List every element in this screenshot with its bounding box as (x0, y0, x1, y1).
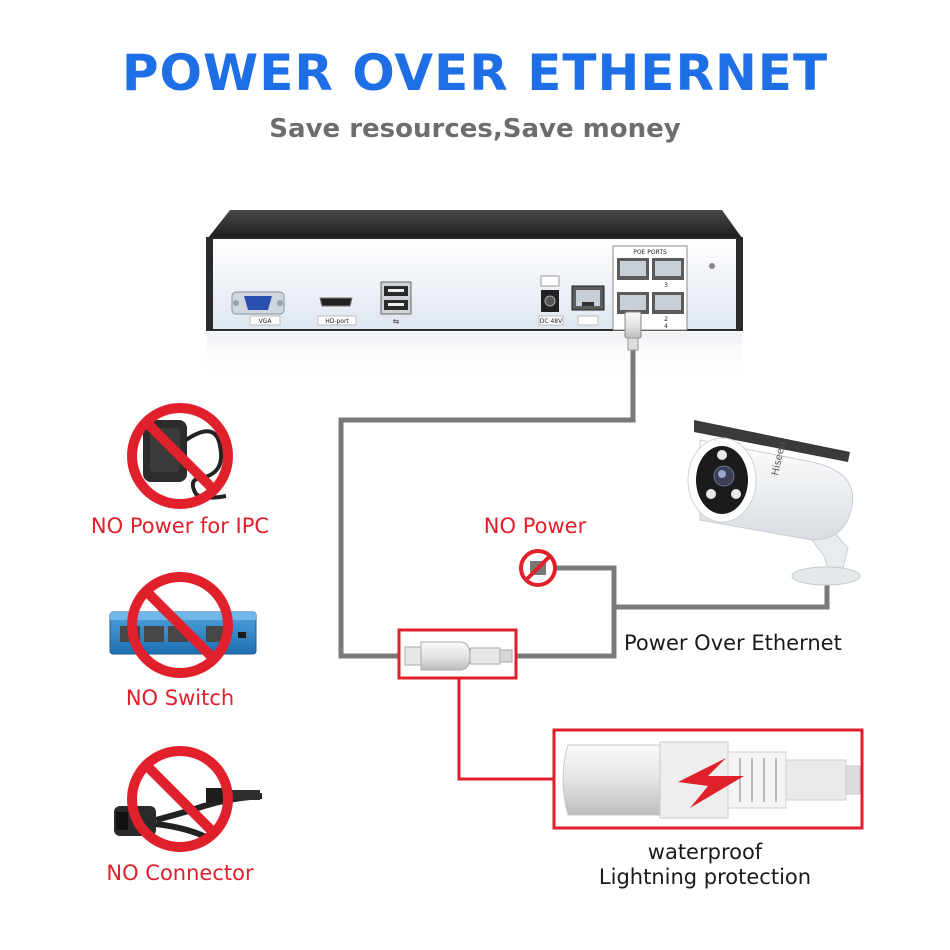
vga-label: VGA (259, 318, 273, 325)
bullet-camera-icon (687, 420, 861, 586)
no-power-for-ipc-label: NO Power for IPC (90, 514, 270, 538)
vga-port-icon (231, 291, 285, 326)
nvr-led-icon (709, 263, 715, 269)
lightning-protection-label: Lightning protection (598, 865, 812, 889)
poe-port-number-4: 4 (664, 323, 668, 330)
dc-power-port-icon (538, 275, 564, 326)
nvr-recorder: VGA HD-port ⇋ DC 48V (206, 210, 743, 382)
waterproof-connector-icon (420, 641, 471, 671)
lightning-bolt-icon (678, 758, 744, 808)
no-entry-icon (127, 572, 233, 678)
page-title: POWER OVER ETHERNET (121, 44, 829, 102)
rj45-plug-nvr-icon (624, 311, 642, 351)
hdport-label: HD-port (325, 318, 349, 325)
poe-label: Power Over Ethernet (624, 631, 842, 655)
no-connector-label: NO Connector (106, 861, 254, 885)
hdmi-port-icon (317, 297, 357, 326)
svg-text:⇋: ⇋ (393, 317, 400, 326)
dc-label: DC 48V (540, 318, 563, 325)
poe-port-number-3: 3 (664, 282, 668, 289)
no-power-icon (519, 549, 557, 587)
connector-zoom-box (552, 728, 864, 830)
poe-port-1 (617, 258, 649, 280)
callout-line (457, 678, 555, 781)
page-subtitle: Save resources,Save money (269, 114, 681, 144)
poe-port-3 (652, 258, 684, 280)
poe-port-number-2: 2 (664, 316, 668, 323)
no-switch-label: NO Switch (125, 686, 235, 710)
poe-ports-block (612, 245, 688, 331)
waterproof-label: waterproof (647, 840, 763, 864)
usb-ports-icon: ⇋ (380, 281, 412, 326)
nvr-reflection (207, 332, 742, 382)
no-entry-icon (127, 746, 233, 852)
poe-port-4 (652, 292, 684, 314)
lan-port-icon (571, 285, 605, 326)
nvr-to-connector-cable (338, 340, 636, 659)
connector-highlight-box (397, 628, 518, 680)
poe-port-2 (617, 292, 649, 314)
poe-ports-label: POE PORTS (633, 249, 667, 256)
ethernet-cables (338, 340, 830, 659)
no-power-branch-cable (548, 565, 617, 607)
nvr-top-panel (208, 210, 742, 238)
no-entry-icon (127, 403, 233, 509)
no-power-label: NO Power (483, 514, 587, 538)
